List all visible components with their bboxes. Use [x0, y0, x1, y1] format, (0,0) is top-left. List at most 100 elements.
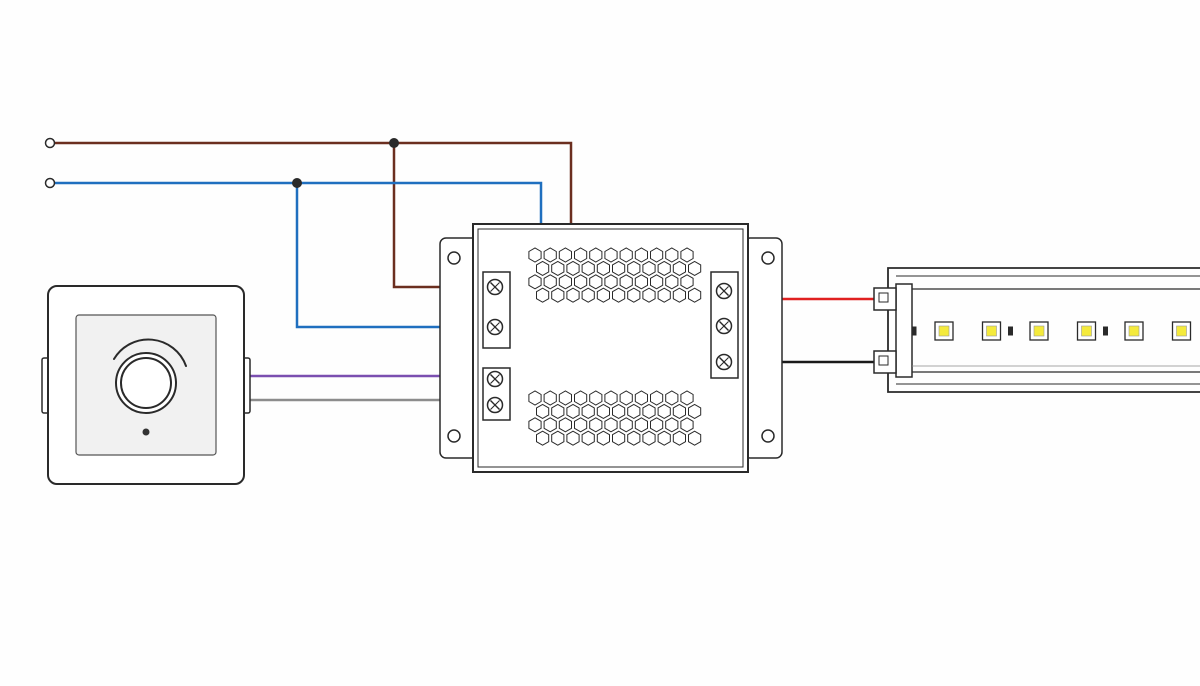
vent-hole: [650, 417, 664, 433]
dimmer-knob[interactable]: [120, 357, 172, 409]
vent-hole: [634, 417, 648, 433]
vent-hole: [574, 274, 588, 290]
led-emitter: [1033, 325, 1045, 337]
vent-hole: [627, 260, 641, 276]
neutral-wire: [50, 181, 543, 224]
vent-hole: [688, 430, 702, 446]
vent-hole: [680, 390, 694, 406]
mount-hole-br: [761, 429, 775, 443]
vent-hole: [551, 403, 565, 419]
led-emitter: [1128, 325, 1140, 337]
screw-slot: [719, 286, 729, 296]
vent-hole: [589, 417, 603, 433]
vent-hole: [551, 430, 565, 446]
vent-hole: [536, 287, 550, 303]
vent-hole: [574, 390, 588, 406]
vent-hole: [634, 247, 648, 263]
vent-hole: [665, 417, 679, 433]
vent-bottom: [528, 390, 702, 446]
vent-hole: [657, 287, 671, 303]
vent-hole: [634, 390, 648, 406]
led-emitter: [938, 325, 950, 337]
strip-connector-positive: [873, 287, 897, 311]
vent-hole: [558, 274, 572, 290]
vent-hole: [688, 260, 702, 276]
strip-connector-negative-pin: [878, 355, 889, 366]
vent-hole: [627, 403, 641, 419]
driver-mount-ear-right: [743, 237, 783, 459]
dimmer-status-led: [142, 428, 150, 436]
vent-hole: [558, 390, 572, 406]
vent-hole: [536, 260, 550, 276]
screw-slot: [490, 322, 500, 332]
strip-profile-outer: [887, 267, 1200, 393]
vent-hole: [672, 403, 686, 419]
driver-case-inner: [477, 228, 744, 468]
vent-hole: [543, 390, 557, 406]
vent-hole: [657, 430, 671, 446]
vent-hole: [612, 260, 626, 276]
mains-wires: [44, 137, 573, 329]
live-junction: [389, 138, 399, 148]
screw-slot: [490, 374, 500, 384]
vent-hole: [528, 247, 542, 263]
vent-hole: [589, 390, 603, 406]
mount-hole-tr: [761, 251, 775, 265]
strip-connector-negative: [873, 350, 897, 374]
vent-hole: [581, 430, 595, 446]
vent-hole: [650, 247, 664, 263]
vent-hole: [596, 403, 610, 419]
live-input-terminal: [44, 137, 56, 149]
vent-hole: [543, 417, 557, 433]
led-driver: [439, 223, 783, 473]
vent-hole: [627, 430, 641, 446]
screw-slot: [719, 321, 729, 331]
neutral-junction: [292, 178, 302, 188]
vent-hole: [642, 403, 656, 419]
vent-hole: [528, 417, 542, 433]
vent-hole: [604, 417, 618, 433]
vent-hole: [672, 430, 686, 446]
vent-hole: [558, 247, 572, 263]
vent-hole: [650, 390, 664, 406]
vent-hole: [581, 260, 595, 276]
vent-hole: [672, 260, 686, 276]
dimmer-scale-arc: [113, 338, 187, 367]
vent-hole: [589, 274, 603, 290]
vent-hole: [688, 403, 702, 419]
neutral-branch-wire: [295, 183, 484, 329]
vent-hole: [596, 287, 610, 303]
screw-slot: [719, 357, 729, 367]
vent-hole: [619, 274, 633, 290]
mount-hole-tl: [447, 251, 461, 265]
vent-hole: [604, 390, 618, 406]
vent-hole: [543, 274, 557, 290]
vent-hole: [665, 390, 679, 406]
live-wire: [50, 141, 573, 224]
vent-hole: [650, 274, 664, 290]
vent-hole: [634, 274, 648, 290]
led-strip: [873, 267, 1200, 393]
driver-case: [472, 223, 749, 473]
vent-hole: [604, 274, 618, 290]
vent-hole: [589, 247, 603, 263]
terminal-screws: [486, 278, 733, 414]
led-emitter: [1081, 325, 1092, 337]
vent-hole: [566, 403, 580, 419]
vent-hole: [566, 430, 580, 446]
vent-hole: [604, 247, 618, 263]
vent-hole: [680, 247, 694, 263]
strip-resistor: [911, 326, 917, 336]
vent-hole: [574, 247, 588, 263]
vent-hole: [642, 287, 656, 303]
screw-slot: [490, 400, 500, 410]
vent-hole: [619, 247, 633, 263]
vent-hole: [528, 274, 542, 290]
vent-hole: [657, 403, 671, 419]
vent-hole: [566, 287, 580, 303]
screw-slot: [490, 282, 500, 292]
vent-top: [528, 247, 702, 303]
vent-hole: [612, 287, 626, 303]
dimmer-switch: [41, 285, 251, 485]
vent-hole: [596, 430, 610, 446]
